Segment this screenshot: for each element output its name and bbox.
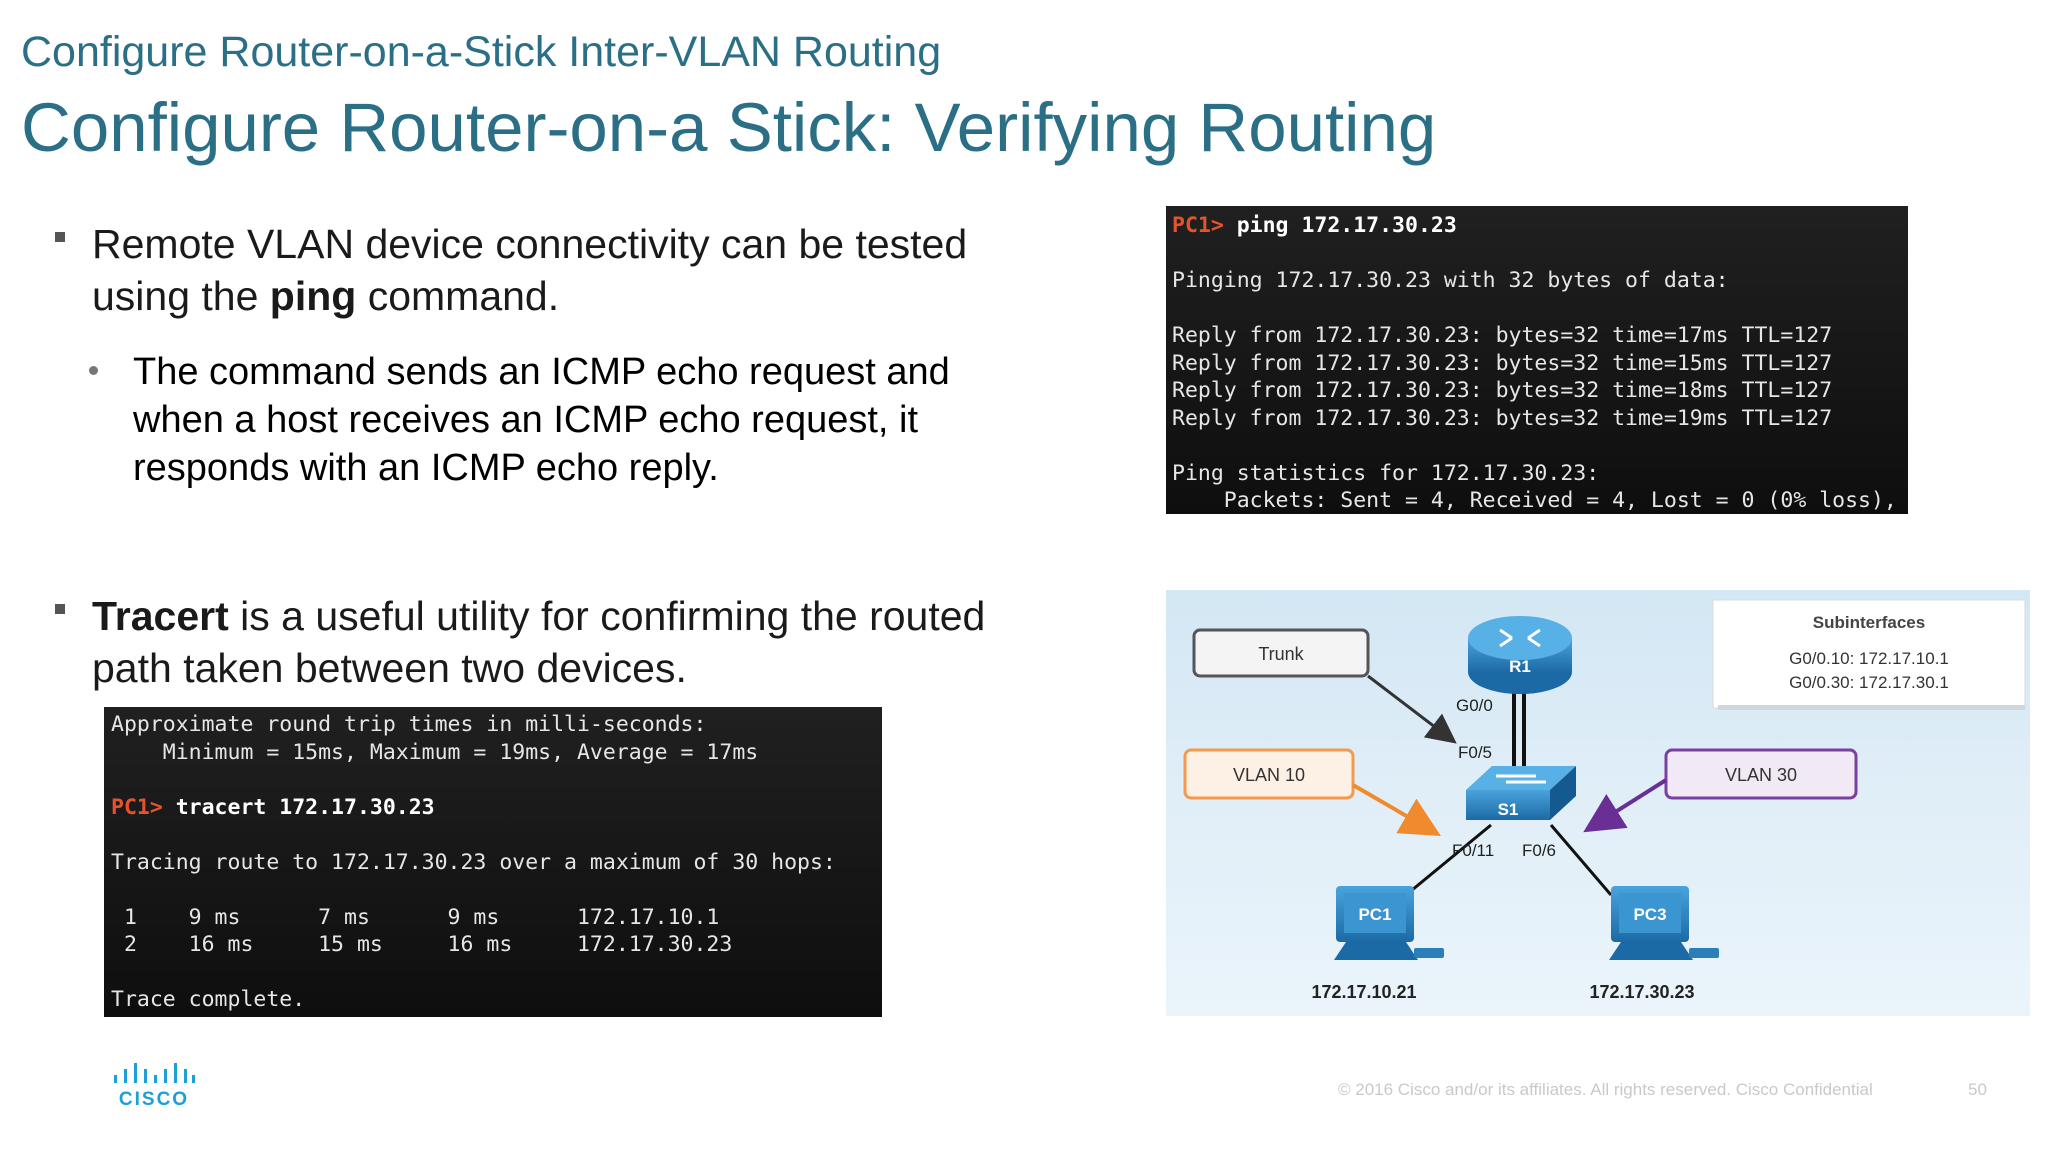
bullet-text: is a useful utility for confirming the r… <box>228 593 986 639</box>
bullet-text: command. <box>356 273 560 319</box>
trunk-callout-label: Trunk <box>1258 644 1304 664</box>
topology-svg: R1 S1 G0/0 F0/5 F0/11 F0/6 Trunk VLAN 10… <box>1183 599 2026 1002</box>
terminal-prompt: PC1> <box>111 794 163 820</box>
terminal-line: 2 16 ms 15 ms 16 ms 172.17.30.23 <box>111 932 733 957</box>
vlan10-label: VLAN 10 <box>1233 765 1305 785</box>
terminal-line: Reply from 172.17.30.23: bytes=32 time=1… <box>1172 323 1833 348</box>
terminal-command: tracert 172.17.30.23 <box>162 794 435 820</box>
trunk-callout <box>1192 628 1370 678</box>
terminal-command: ping 172.17.30.23 <box>1223 213 1457 238</box>
subinterfaces-box <box>1712 599 2026 709</box>
ping-terminal: PC1> ping 172.17.30.23 Pinging 172.17.30… <box>1166 206 1908 514</box>
sub-bullet-text: responds with an ICMP echo reply. <box>133 447 719 489</box>
pc1-label: PC1 <box>1358 905 1391 924</box>
bullet-square-icon <box>55 232 65 242</box>
terminal-line: Reply from 172.17.30.23: bytes=32 time=1… <box>1172 378 1833 403</box>
bullet-text: using the <box>92 273 270 319</box>
sub-bullet-text: The command sends an ICMP echo request a… <box>133 351 950 393</box>
terminal-prompt: PC1> <box>1172 213 1224 238</box>
interface-label-f06: F0/6 <box>1522 841 1556 860</box>
terminal-line: Minimum = 15ms, Maximum = 19ms, Average … <box>111 739 759 765</box>
bullet-dot-icon <box>89 366 98 375</box>
copyright-text: © 2016 Cisco and/or its affiliates. All … <box>1338 1080 1873 1099</box>
terminal-line: Reply from 172.17.30.23: bytes=32 time=1… <box>1172 350 1833 376</box>
slide-title: Configure Router-on-a Stick: Verifying R… <box>21 89 1437 166</box>
pc1-computer-icon <box>1334 886 1444 960</box>
cisco-logo: CISCO <box>112 1063 196 1112</box>
bullet-bold-term: Tracert <box>92 593 229 639</box>
subinterfaces-title: Subinterfaces <box>1813 613 1925 632</box>
subinterface-item: G0/0.30: 172.17.30.1 <box>1789 673 1949 692</box>
switch-icon <box>1466 766 1576 820</box>
pc3-ip: 172.17.30.23 <box>1589 982 1694 1002</box>
pc3-link <box>1549 824 1613 896</box>
terminal-line: Reply from 172.17.30.23: bytes=32 time=1… <box>1172 405 1833 431</box>
bullet-square-icon <box>55 604 65 614</box>
terminal-line: Pinging 172.17.30.23 with 32 bytes of da… <box>1172 268 1729 293</box>
bullet-ping: Remote VLAN device connectivity can be t… <box>55 218 1055 322</box>
pc3-label: PC3 <box>1633 905 1666 924</box>
terminal-line: Packets: Sent = 4, Received = 4, Lost = … <box>1172 488 1897 513</box>
vlan30-arrow <box>1583 778 1668 833</box>
subinterface-item: G0/0.10: 172.17.10.1 <box>1789 649 1949 668</box>
vlan30-callout <box>1664 748 1858 800</box>
interface-label-g00: G0/0 <box>1456 696 1493 715</box>
logo-wordmark: CISCO <box>119 1089 189 1107</box>
vlan30-label: VLAN 30 <box>1725 765 1797 785</box>
interface-label-f05: F0/5 <box>1458 743 1492 762</box>
bullet-text: path taken between two devices. <box>92 645 687 691</box>
topology-diagram: R1 S1 G0/0 F0/5 F0/11 F0/6 Trunk VLAN 10… <box>1166 590 2030 1016</box>
trunk-arrow <box>1367 674 1457 744</box>
bullet-bold-term: ping <box>269 273 357 319</box>
tracert-terminal: Approximate round trip times in milli-se… <box>104 707 882 1017</box>
bullet-tracert: Tracert is a useful utility for confirmi… <box>55 590 1085 694</box>
bullet-text: Remote VLAN device connectivity can be t… <box>92 221 968 267</box>
vlan10-arrow <box>1351 783 1441 837</box>
pc1-link <box>1405 823 1492 897</box>
page-number: 50 <box>1968 1080 1987 1099</box>
terminal-line: Tracing route to 172.17.30.23 over a max… <box>111 849 836 875</box>
terminal-line: Ping statistics for 172.17.30.23: <box>1172 460 1600 486</box>
vlan10-callout <box>1183 748 1355 800</box>
terminal-line: Trace complete. <box>111 987 306 1012</box>
sub-bullet-icmp: The command sends an ICMP echo request a… <box>87 348 1047 492</box>
pc3-computer-icon <box>1609 886 1719 960</box>
slide-subtitle: Configure Router-on-a-Stick Inter-VLAN R… <box>21 28 942 76</box>
router-icon <box>1468 616 1572 694</box>
interface-label-f011: F0/11 <box>1452 841 1494 860</box>
router-label: R1 <box>1509 657 1531 676</box>
cisco-bars-icon: CISCO <box>114 1063 195 1110</box>
terminal-line: Approximate round trip times in milli-se… <box>111 712 707 737</box>
sub-bullet-text: when a host receives an ICMP echo reques… <box>133 399 919 441</box>
terminal-line: 1 9 ms 7 ms 9 ms 172.17.10.1 <box>111 904 720 930</box>
switch-label: S1 <box>1498 800 1519 819</box>
pc1-ip: 172.17.10.21 <box>1311 982 1416 1002</box>
